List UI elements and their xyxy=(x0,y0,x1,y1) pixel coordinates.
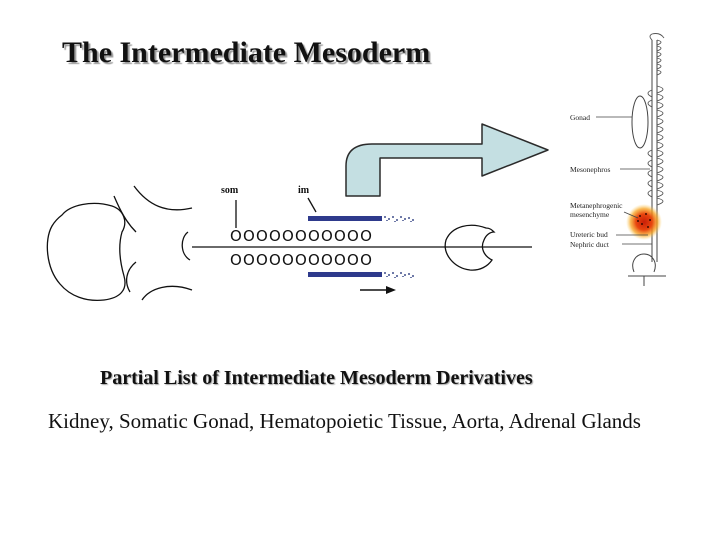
im-stipple-bottom xyxy=(384,272,414,278)
im-pointer xyxy=(307,197,317,213)
im-label: im xyxy=(298,185,310,196)
gonad-label: Gonad xyxy=(570,113,590,122)
embryo-lateral-oval xyxy=(444,224,496,271)
metanephrogenic-cells xyxy=(637,213,651,228)
embryo-stroke-e xyxy=(181,231,191,261)
pronephros-coils xyxy=(649,33,665,76)
embryo-outline-left xyxy=(46,202,126,302)
ureteric-bud-label: Ureteric bud xyxy=(570,230,608,239)
cloaca xyxy=(628,253,666,277)
slide-title: The Intermediate Mesoderm xyxy=(62,36,431,69)
embryo-stroke-b xyxy=(133,185,193,211)
embryo-stroke-a xyxy=(113,195,137,233)
mesonephros-tubules xyxy=(647,85,664,206)
im-stipple-top xyxy=(384,216,414,222)
somite-row-top: OOOOOOOOOOO xyxy=(230,227,373,245)
mesonephros-label: Mesonephros xyxy=(570,165,610,174)
kidney-diagram: Gonad Mesonephros Metanephrogenic mesenc… xyxy=(570,33,666,286)
nephric-duct-label: Nephric duct xyxy=(570,240,610,249)
metanephrogenic-pointer xyxy=(623,211,639,219)
im-bar-bottom xyxy=(308,272,382,277)
gonad xyxy=(631,95,649,149)
metanephrogenic-glow xyxy=(626,204,662,240)
metanephrogenic-label-1: Metanephrogenic xyxy=(570,201,623,210)
curved-arrow xyxy=(345,123,549,197)
im-bar-top xyxy=(308,216,382,221)
derivatives-heading: Partial List of Intermediate Mesoderm De… xyxy=(100,367,533,389)
metanephrogenic-label-2: mesenchyme xyxy=(570,210,610,219)
embryo-stroke-c xyxy=(125,261,137,293)
embryo-stroke-d xyxy=(141,285,193,301)
somite-row-bottom: OOOOOOOOOOO xyxy=(230,251,373,269)
embryo-section xyxy=(46,185,532,302)
derivatives-list: Kidney, Somatic Gonad, Hematopoietic Tis… xyxy=(48,409,641,433)
som-label: som xyxy=(221,185,239,196)
direction-arrow xyxy=(360,286,396,294)
